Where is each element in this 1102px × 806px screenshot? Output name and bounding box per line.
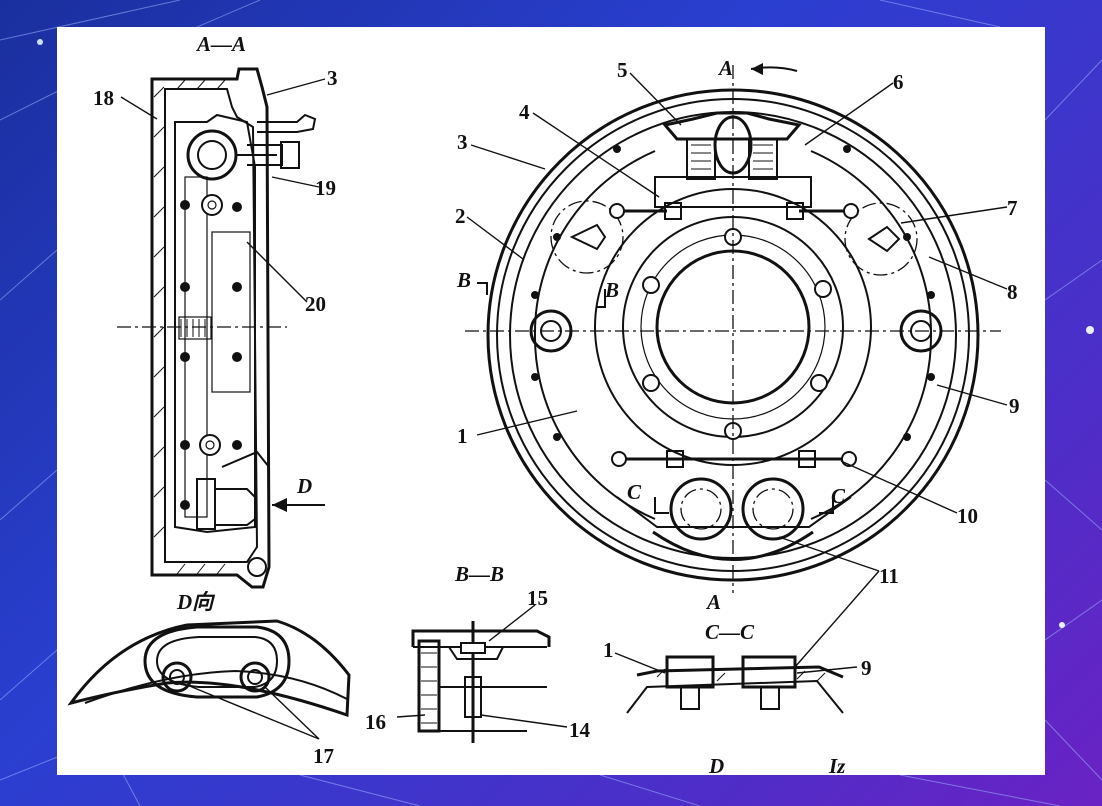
label-c-right: C: [831, 484, 846, 508]
part-16: 16: [365, 710, 386, 734]
part-9-cc: 9: [861, 656, 872, 680]
d-view: [67, 619, 351, 740]
label-section-aa: A—A: [195, 32, 246, 56]
part-14: 14: [569, 718, 591, 742]
part-11: 11: [879, 564, 899, 588]
part-17: 17: [313, 744, 334, 768]
label-b-right: B: [604, 278, 619, 302]
label-d-arrow: D: [296, 474, 312, 498]
label-c-left: C: [627, 480, 642, 504]
part-5: 5: [617, 58, 628, 82]
label-section-bb: B—B: [454, 562, 504, 586]
part-7: 7: [1007, 196, 1018, 220]
label-bottom-cut-iz: Iz: [828, 754, 846, 775]
label-a-bottom: A: [705, 590, 721, 614]
drawing-panel: A—A B—B C—C D向 A A B B C C D D Iz 18 3 1…: [57, 27, 1045, 775]
label-b-left: B: [456, 268, 471, 292]
part-6: 6: [893, 70, 904, 94]
label-bottom-cut-d: D: [708, 754, 724, 775]
section-cc-view: [614, 652, 858, 714]
brake-assembly-drawing: A—A B—B C—C D向 A A B B C C D D Iz 18 3 1…: [67, 32, 1020, 775]
part-3: 3: [457, 130, 468, 154]
part-1-cc: 1: [603, 638, 614, 662]
label-section-cc: C—C: [705, 620, 755, 644]
section-aa-view: [117, 67, 326, 589]
part-19: 19: [315, 176, 336, 200]
part-4: 4: [519, 100, 530, 124]
part-20: 20: [305, 292, 326, 316]
label-a-top: A: [717, 56, 733, 80]
main-front-view: [465, 63, 1008, 668]
part-10: 10: [957, 504, 978, 528]
part-1: 1: [457, 424, 468, 448]
part-18: 18: [93, 86, 114, 110]
part-15: 15: [527, 586, 548, 610]
label-d-view: D向: [176, 590, 216, 614]
section-bb-view: [396, 604, 568, 743]
part-3-section: 3: [327, 66, 338, 90]
part-8: 8: [1007, 280, 1018, 304]
part-2: 2: [455, 204, 466, 228]
part-9: 9: [1009, 394, 1020, 418]
labels: A—A B—B C—C D向 A A B B C C D D Iz 18 3 1…: [93, 32, 1020, 775]
